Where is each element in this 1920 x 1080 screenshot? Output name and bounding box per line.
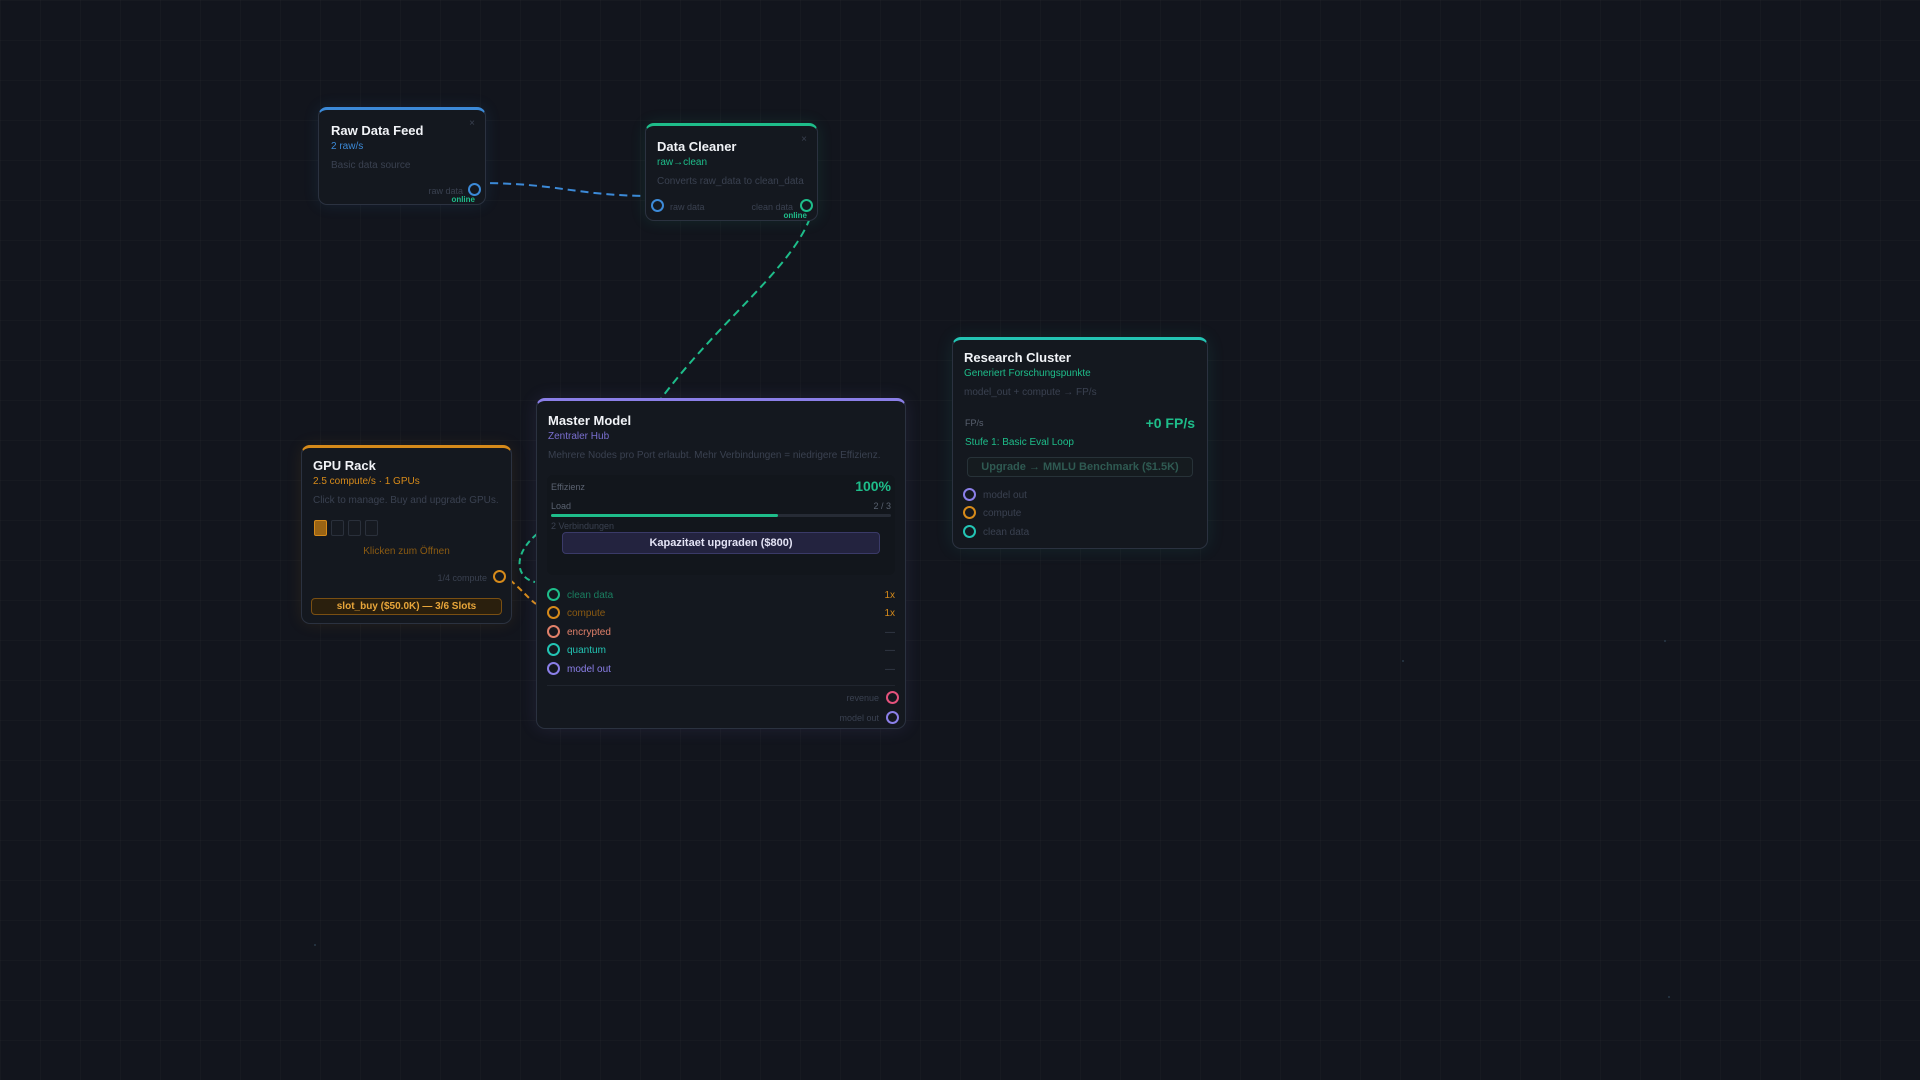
particle bbox=[1402, 660, 1404, 662]
input-port[interactable] bbox=[547, 661, 560, 675]
node-title: Data Cleaner bbox=[657, 139, 737, 154]
input-port[interactable] bbox=[547, 588, 560, 601]
port-multiplier: 1x bbox=[884, 590, 895, 601]
port-label: compute bbox=[567, 608, 606, 620]
output-port-row[interactable]: model out bbox=[779, 710, 899, 725]
wire-gpu-to-master[interactable] bbox=[509, 579, 537, 605]
data-cleaner-node[interactable]: Data Cleaner raw→clean Converts raw_data… bbox=[645, 123, 818, 221]
port-multiplier: — bbox=[885, 645, 895, 657]
port-label: quantum bbox=[567, 645, 606, 657]
research-upgrade-button[interactable]: Upgrade → MMLU Benchmark ($1.5K) bbox=[967, 457, 1193, 477]
input-port-row[interactable]: clean data 1x bbox=[547, 588, 895, 602]
node-description: Basic data source bbox=[331, 160, 411, 171]
node-description: Converts raw_data to clean_data bbox=[657, 176, 804, 187]
gpu-slot-filled[interactable] bbox=[314, 520, 327, 536]
port-label: revenue bbox=[846, 693, 879, 703]
gpu-rack-node[interactable]: GPU Rack 2.5 compute/s · 1 GPUs Click to… bbox=[301, 445, 512, 624]
port-label: model out bbox=[567, 663, 611, 675]
node-title: Master Model bbox=[548, 413, 632, 428]
fp-label: FP/s bbox=[965, 418, 984, 428]
output-port-raw-data[interactable] bbox=[468, 183, 481, 196]
input-port[interactable] bbox=[963, 524, 976, 538]
wire-master-clean-stub[interactable] bbox=[518, 533, 538, 583]
connections-count: 2 Verbindungen bbox=[551, 521, 615, 531]
port-label: clean data bbox=[983, 526, 1030, 538]
input-port-row[interactable]: model out bbox=[963, 488, 1197, 502]
input-port-row[interactable]: clean data bbox=[963, 524, 1197, 539]
wire-cleaner-to-master[interactable] bbox=[659, 217, 811, 401]
input-port-row[interactable]: compute bbox=[963, 506, 1197, 520]
port-multiplier: — bbox=[885, 626, 895, 638]
node-rate: 2.5 compute/s · 1 GPUs bbox=[313, 476, 420, 487]
fp-value: +0 FP/s bbox=[1145, 415, 1195, 431]
input-port-row[interactable]: quantum — bbox=[547, 643, 895, 657]
node-subtitle: Generiert Forschungspunkte bbox=[964, 368, 1091, 379]
input-port[interactable] bbox=[547, 624, 560, 638]
node-title: Research Cluster bbox=[964, 350, 1071, 365]
efficiency-value: 100% bbox=[855, 478, 891, 494]
port-label-raw-data: raw data bbox=[670, 202, 705, 212]
load-bar-fill bbox=[551, 514, 778, 517]
input-port-row[interactable]: model out — bbox=[547, 661, 895, 676]
node-conversion: raw→clean bbox=[657, 157, 708, 168]
node-title: GPU Rack bbox=[313, 458, 376, 473]
node-rate: 2 raw/s bbox=[331, 141, 364, 152]
open-hint: Klicken zum Öffnen bbox=[363, 546, 450, 557]
node-description: model_out + compute → FP/s bbox=[964, 387, 1097, 398]
close-icon[interactable]: × bbox=[801, 134, 807, 145]
close-icon[interactable]: × bbox=[469, 118, 475, 129]
output-port[interactable] bbox=[886, 691, 899, 704]
input-port-row[interactable]: encrypted — bbox=[547, 624, 895, 639]
raw-data-feed-node[interactable]: Raw Data Feed 2 raw/s Basic data source … bbox=[318, 107, 486, 205]
particle bbox=[314, 944, 316, 946]
gpu-slot-empty[interactable] bbox=[365, 520, 378, 536]
port-multiplier: 1x bbox=[884, 608, 895, 620]
port-label-clean-data: clean data bbox=[751, 202, 793, 212]
port-label: model out bbox=[839, 712, 879, 723]
port-label: compute bbox=[983, 508, 1022, 520]
wire-raw-to-cleaner[interactable] bbox=[476, 182, 655, 197]
input-port[interactable] bbox=[547, 643, 560, 657]
capacity-upgrade-button[interactable]: Kapazitaet upgraden ($800) bbox=[562, 532, 880, 554]
particle bbox=[1664, 640, 1666, 642]
divider bbox=[547, 685, 895, 686]
output-port-clean-data[interactable] bbox=[800, 199, 813, 212]
input-port[interactable] bbox=[963, 506, 976, 520]
port-label: clean data bbox=[567, 590, 614, 601]
load-value: 2 / 3 bbox=[873, 501, 891, 511]
input-port[interactable] bbox=[963, 488, 976, 501]
output-port-row[interactable]: revenue bbox=[779, 691, 899, 705]
slot-buy-button[interactable]: slot_buy ($50.0K) — 3/6 Slots bbox=[311, 598, 502, 615]
port-label-raw-data: raw data bbox=[428, 186, 463, 196]
node-subtitle: Zentraler Hub bbox=[548, 431, 610, 442]
efficiency-label: Effizienz bbox=[551, 482, 585, 492]
load-label: Load bbox=[551, 501, 572, 511]
output-port[interactable] bbox=[886, 710, 899, 724]
research-stage: Stufe 1: Basic Eval Loop bbox=[965, 437, 1074, 448]
master-model-node[interactable]: Master Model Zentraler Hub Mehrere Nodes… bbox=[536, 398, 906, 729]
node-title: Raw Data Feed bbox=[331, 123, 424, 138]
node-description: Mehrere Nodes pro Port erlaubt. Mehr Ver… bbox=[548, 450, 881, 461]
input-port[interactable] bbox=[547, 606, 560, 620]
gpu-slot-empty[interactable] bbox=[331, 520, 344, 536]
port-label-compute: 1/4 compute bbox=[437, 573, 487, 583]
port-multiplier: — bbox=[885, 663, 895, 675]
port-label: model out bbox=[983, 490, 1027, 501]
particle bbox=[1668, 996, 1670, 998]
status-badge: online bbox=[783, 211, 807, 220]
stats-panel: Effizienz 100% Load 2 / 3 2 Verbindungen… bbox=[547, 475, 895, 575]
input-port-raw-data[interactable] bbox=[651, 199, 664, 212]
port-label: encrypted bbox=[567, 626, 611, 638]
status-badge: online bbox=[451, 195, 475, 204]
load-bar bbox=[551, 514, 891, 517]
output-port-compute[interactable] bbox=[493, 570, 506, 583]
gpu-slot-row bbox=[314, 520, 378, 536]
node-description: Click to manage. Buy and upgrade GPUs. bbox=[313, 495, 499, 506]
gpu-slot-empty[interactable] bbox=[348, 520, 361, 536]
input-port-row[interactable]: compute 1x bbox=[547, 606, 895, 620]
research-cluster-node[interactable]: Research Cluster Generiert Forschungspun… bbox=[952, 337, 1208, 549]
